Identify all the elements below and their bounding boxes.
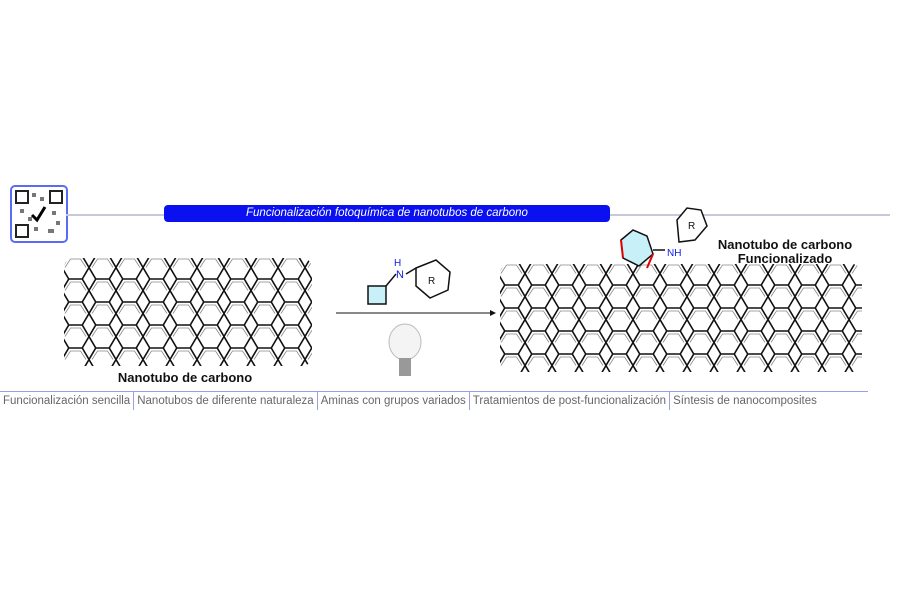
feature-tabs: Funcionalización sencilla Nanotubos de d… — [0, 391, 868, 410]
lightbulb-icon — [388, 323, 422, 376]
tab-post-funcionalizacion[interactable]: Tratamientos de post-funcionalización — [470, 392, 671, 410]
divider-line — [610, 214, 890, 216]
reaction-scheme: H N R — [336, 258, 496, 376]
cyclobutyl-ring — [367, 285, 387, 305]
tab-nanocomposites[interactable]: Síntesis de nanocomposites — [673, 395, 817, 407]
banner-title: Funcionalización fotoquímica de nanotubo… — [164, 205, 610, 222]
nanotube-functionalized — [500, 264, 862, 372]
qr-code-icon — [15, 190, 63, 238]
divider-line — [66, 214, 164, 216]
functionalized-label: Nanotubo de carbono Funcionalizado — [705, 238, 865, 266]
tab-nanotubos-naturaleza[interactable]: Nanotubos de diferente naturaleza — [134, 392, 318, 410]
nanotube-pristine — [64, 258, 312, 366]
aryl-ring — [415, 259, 451, 299]
functionalized-label-line2: Funcionalizado — [737, 251, 833, 266]
nh-label: NH — [667, 248, 681, 259]
qr-code[interactable] — [10, 185, 68, 243]
r-group-2: R — [688, 221, 695, 232]
tab-aminas-grupos[interactable]: Aminas con grupos variados — [318, 392, 470, 410]
attached-group: NH R — [620, 207, 708, 269]
amine-n: N — [396, 269, 404, 281]
pristine-label: Nanotubo de carbono — [117, 370, 253, 385]
r-group: R — [428, 276, 435, 287]
tab-funcionalizacion-sencilla[interactable]: Funcionalización sencilla — [0, 392, 135, 410]
amine-h: H — [394, 258, 401, 269]
functionalized-label-line1: Nanotubo de carbono — [717, 237, 853, 252]
